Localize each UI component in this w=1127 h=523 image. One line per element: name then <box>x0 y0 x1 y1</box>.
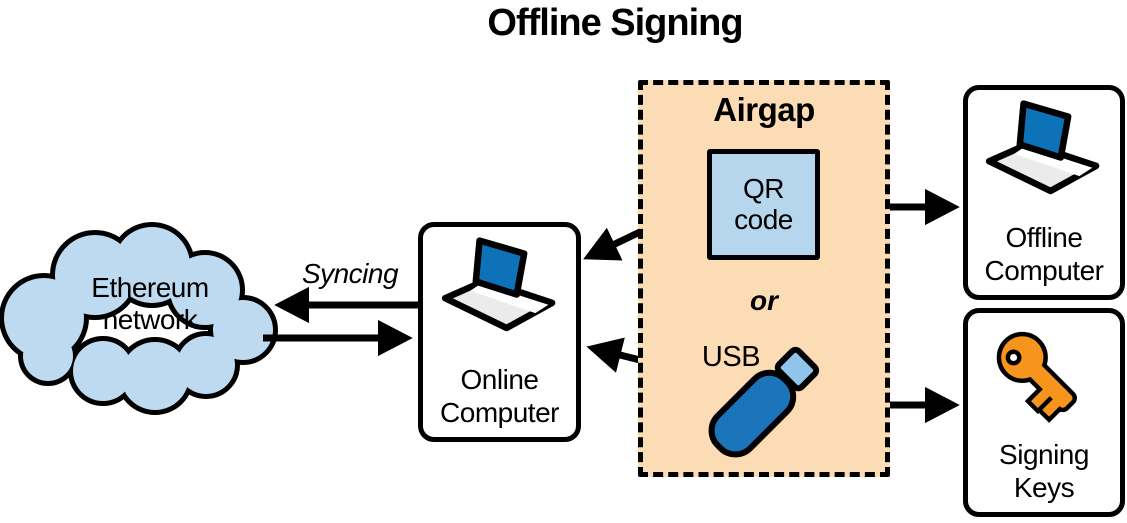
usb-to-online-arrow <box>586 337 641 373</box>
key-icon <box>996 331 1077 423</box>
usb-drive-icon <box>708 346 820 458</box>
signing-keys-label: Signing Keys <box>999 438 1089 503</box>
offline-computer-box: Offline Computer <box>963 85 1125 300</box>
offline-computer-label: Offline Computer <box>984 221 1104 286</box>
laptop-icon <box>985 100 1100 195</box>
laptop-base-highlight <box>1014 146 1093 177</box>
usb-body <box>708 369 797 458</box>
qr-to-online-arrow <box>583 227 642 261</box>
airgap-box: Airgap QR code or USB <box>638 80 890 477</box>
page-title: Offline Signing <box>487 2 743 44</box>
usb-label: USB <box>701 341 761 373</box>
syncing-label: Syncing <box>301 258 399 289</box>
qr-code-label: QR code <box>734 172 793 235</box>
laptop-base <box>441 277 555 332</box>
qr-code-box: QR code <box>707 149 820 260</box>
online-computer-label: Online Computer <box>440 363 559 428</box>
airgap-label: Airgap <box>713 91 815 128</box>
signing-keys-box: Signing Keys <box>963 308 1125 517</box>
key-hole <box>1005 349 1022 366</box>
laptop-base-highlight <box>469 283 548 314</box>
cloud-fill <box>4 227 273 410</box>
or-label: or <box>750 285 778 316</box>
online-computer-box: Online Computer <box>418 222 581 442</box>
laptop-screen <box>1016 100 1072 161</box>
laptop-icon <box>441 237 555 332</box>
ethereum-network-cloud <box>0 222 278 415</box>
laptop-base <box>985 140 1100 195</box>
ethereum-network-label: Ethereum network <box>91 272 209 336</box>
laptop-screen <box>472 237 527 298</box>
key-fill <box>1001 336 1073 417</box>
